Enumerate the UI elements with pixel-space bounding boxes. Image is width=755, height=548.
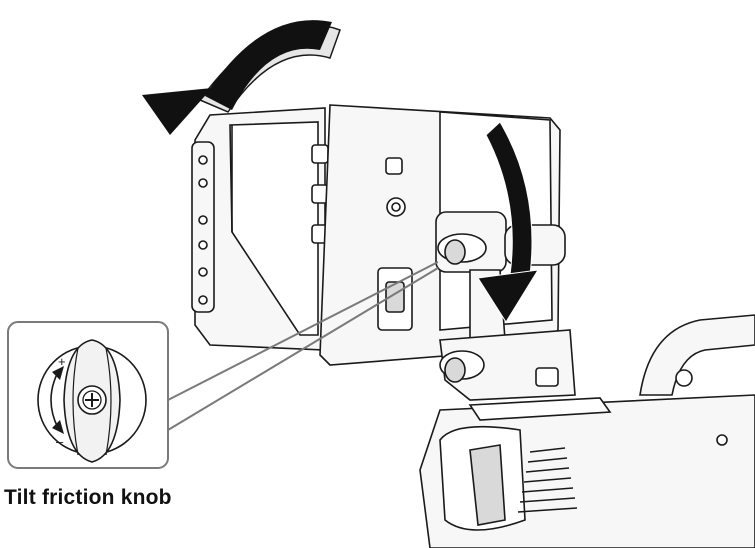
callout-lines: [167, 261, 439, 431]
minus-symbol: –: [56, 434, 64, 449]
knob-inset: + –: [7, 321, 169, 469]
figure-caption: Tilt friction knob: [4, 486, 172, 509]
rotation-arrow-icon: [142, 20, 341, 135]
tilt-arrow-icon: [477, 121, 539, 323]
plus-symbol: +: [58, 354, 66, 369]
camera-body: [419, 314, 755, 548]
